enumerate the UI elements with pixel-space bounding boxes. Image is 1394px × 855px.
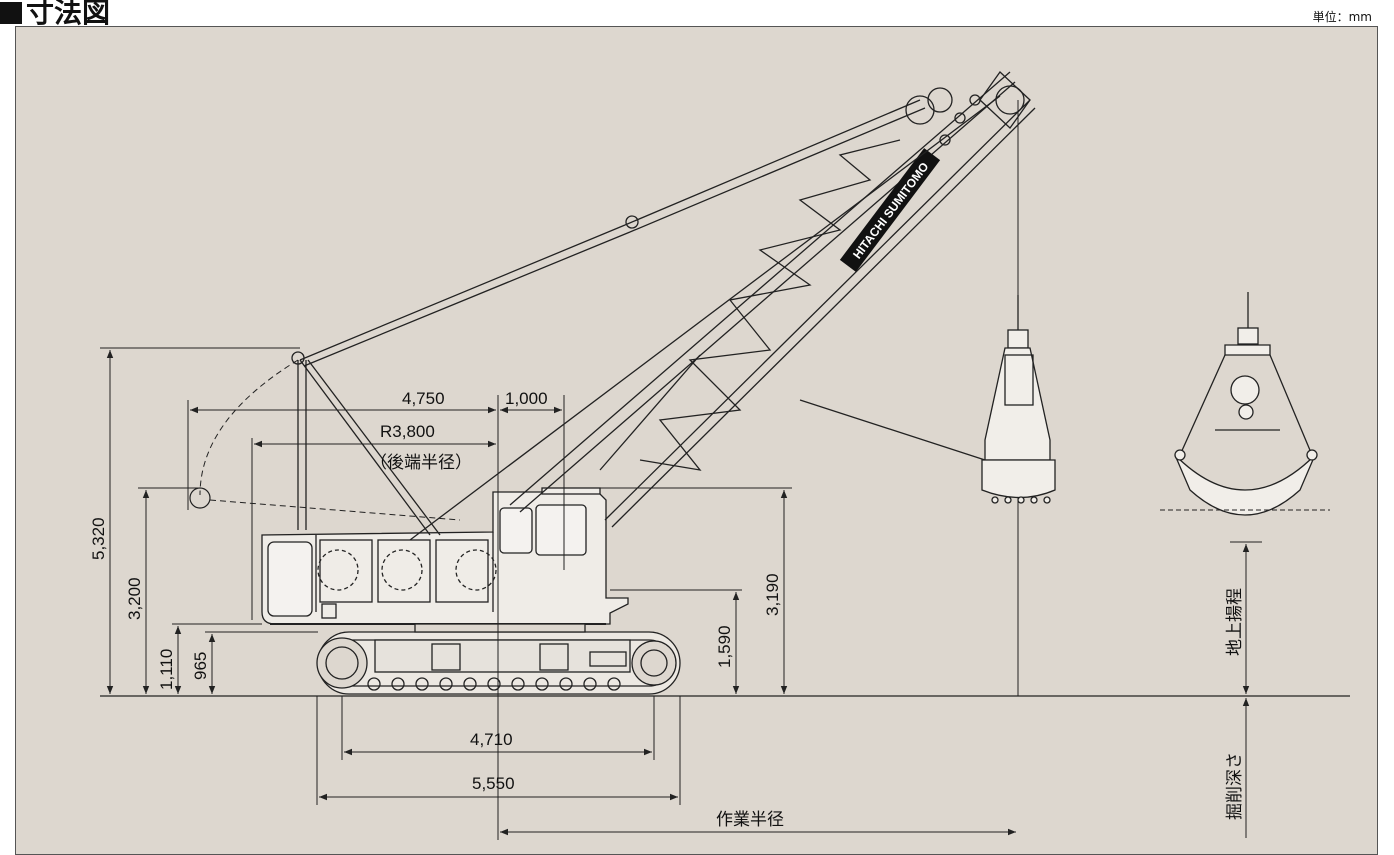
dim-965: 965 [191,652,210,680]
title-square-icon [0,2,22,24]
dimension-labels: 4,750 1,000 R3,800 （後端半径） 4,710 5,550 作業… [89,389,1244,829]
dim-4710: 4,710 [470,730,513,749]
dim-r3800: R3,800 [380,422,435,441]
lattice-boom [509,71,1036,528]
tail-swing-arc [199,359,299,496]
clamshell-bucket-front [1160,292,1330,516]
dim-3190: 3,190 [763,573,782,616]
dim-5320: 5,320 [89,517,108,560]
swing-center-dash [209,499,461,521]
dim-3200: 3,200 [125,577,144,620]
dim-working-radius: 作業半径 [716,810,784,829]
dim-tail-radius: （後端半径） [370,453,472,472]
drawing-panel [15,26,1378,855]
upper-structure [261,487,629,633]
dim-4750: 4,750 [402,389,445,408]
page-title: 寸法図 [0,0,110,31]
dim-1590: 1,590 [715,625,734,668]
crawler-track [316,631,681,695]
dim-1000: 1,000 [505,389,548,408]
clamshell-bucket-side [981,295,1056,504]
dim-5550: 5,550 [472,774,515,793]
dim-1110: 1,110 [157,649,176,690]
unit-label: 単位：mm [1312,10,1372,24]
dim-lift-height: 地上揚程 [1225,588,1244,656]
dimension-lines [100,347,1262,840]
dim-dig-depth: 掘削深さ [1225,752,1244,820]
gantry-and-pendants [291,95,1019,696]
